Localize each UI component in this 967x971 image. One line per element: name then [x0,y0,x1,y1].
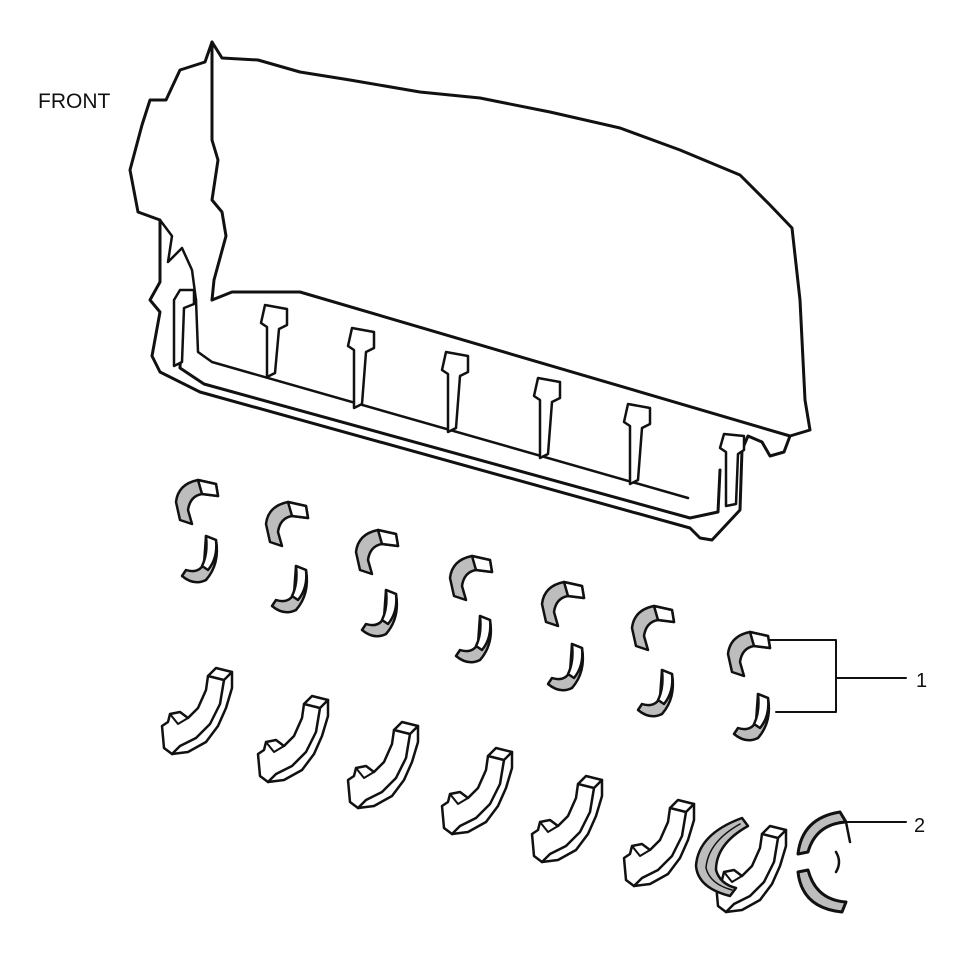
bearing-shell-pair [726,630,772,742]
bearing-shell-lower [360,588,399,638]
bearing-shell-upper [174,478,220,526]
thrust-washer-rear-inner [705,823,741,891]
bearing-shell-lower [732,692,771,742]
bearing-shell-upper [726,630,772,678]
bearing-shell-lower [546,642,585,692]
oil-pan-rail-outer [210,290,792,438]
bearing-shell-lower [636,668,675,718]
engine-block [128,40,812,542]
thrust-washers [694,810,852,914]
bearing-shell-upper [630,604,676,652]
bearing-saddle [259,303,289,379]
thrust-washer-front-upper [796,810,848,856]
bearing-shell-pair [354,528,400,638]
callout-label-2: 2 [914,815,925,837]
bearing-shell-pair [264,500,310,614]
bearing-shell-upper [354,528,400,576]
bearing-shell-pair [448,554,494,664]
bearing-shell-lower [180,534,219,584]
thrust-washer-front-tab [834,820,852,874]
bearing-saddle [440,350,470,434]
bearing-shell-pair [174,478,220,584]
bearing-saddle [532,376,562,460]
callout-leader-1 [769,639,907,713]
bearing-shell-pair [630,604,676,718]
bearing-shell-pair [540,580,586,692]
bearing-saddle [718,432,746,508]
bearing-cap [160,666,234,756]
bearing-cap [440,746,514,836]
bearing-shell-lower [270,564,309,614]
bearing-shell-upper [264,500,310,548]
bearing-cap [622,798,696,888]
callout-label-1: 1 [916,670,927,692]
thrust-washer-front-lower [796,868,848,914]
bearing-shell-upper [448,554,494,602]
bearing-saddle [622,402,652,486]
front-label: FRONT [38,90,110,113]
bearing-saddles [172,288,746,508]
main-bearing-caps [160,666,788,914]
engine-block-front-edge [210,40,228,302]
bearing-shell-lower [454,614,493,664]
bearing-shell-upper [540,580,586,628]
bearing-cap [256,694,330,784]
bearing-saddle [172,288,196,368]
bearing-cap [346,720,420,810]
bearing-saddle [346,326,376,410]
bearing-cap [530,774,604,864]
engine-block-front-edge-2 [158,218,198,302]
